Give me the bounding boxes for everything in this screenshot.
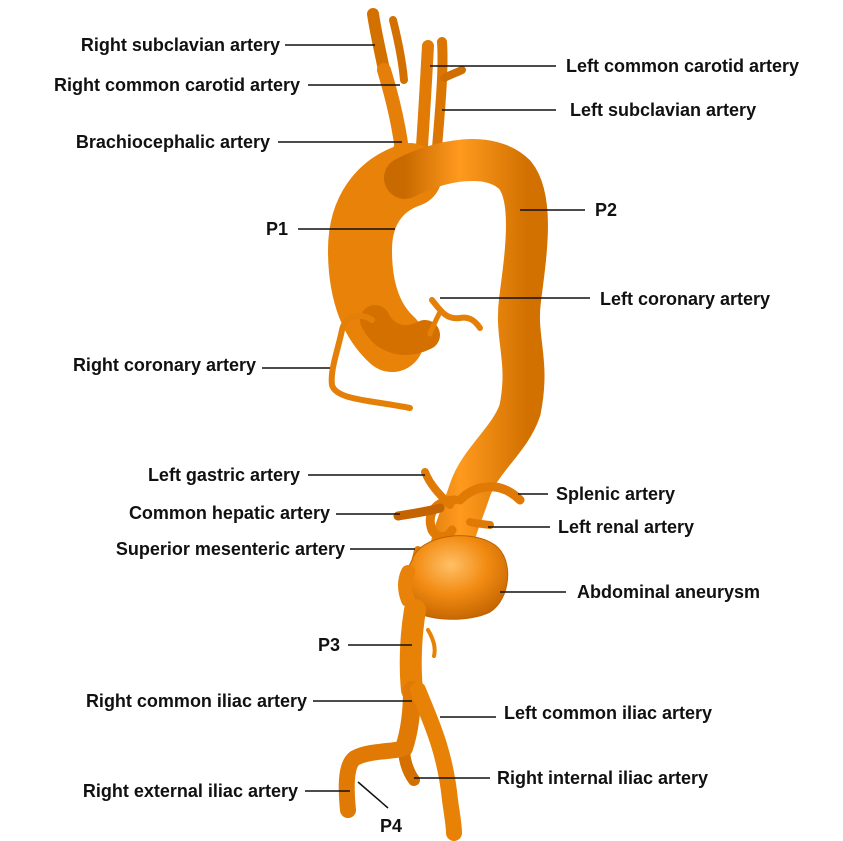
label-right-common-carotid: Right common carotid artery	[54, 75, 300, 95]
label-right-internal-iliac: Right internal iliac artery	[497, 768, 708, 788]
label-abdominal-aneurysm: Abdominal aneurysm	[577, 582, 760, 602]
label-left-common-carotid: Left common carotid artery	[566, 56, 799, 76]
left-subclavian-vessel	[436, 42, 443, 160]
right-common-iliac-vessel	[404, 690, 412, 748]
label-p3: P3	[318, 635, 340, 655]
small-branch-vessel	[428, 630, 435, 656]
infrarenal-aorta	[411, 610, 415, 690]
left-common-iliac-vessel	[418, 690, 454, 833]
label-right-coronary: Right coronary artery	[73, 355, 256, 375]
label-right-common-iliac: Right common iliac artery	[86, 691, 307, 711]
aorta-model	[332, 14, 527, 833]
label-p1: P1	[266, 219, 288, 239]
leader-p4	[358, 782, 388, 808]
right-external-iliac-vessel	[347, 748, 404, 810]
label-p4: P4	[380, 816, 402, 836]
label-superior-mesenteric: Superior mesenteric artery	[116, 539, 345, 559]
label-left-coronary: Left coronary artery	[600, 289, 770, 309]
right-subclavian-vessel	[373, 14, 384, 70]
right-common-carotid-vessel	[384, 70, 402, 150]
label-brachiocephalic: Brachiocephalic artery	[76, 132, 270, 152]
right-subclavian-branch-vessel	[393, 20, 404, 80]
label-left-common-iliac: Left common iliac artery	[504, 703, 712, 723]
label-left-renal: Left renal artery	[558, 517, 694, 537]
label-right-external-iliac: Right external iliac artery	[83, 781, 298, 801]
label-common-hepatic: Common hepatic artery	[129, 503, 330, 523]
left-renal-vessel	[470, 522, 490, 525]
label-left-subclavian: Left subclavian artery	[570, 100, 756, 120]
label-right-subclavian: Right subclavian artery	[81, 35, 280, 55]
label-left-gastric: Left gastric artery	[148, 465, 300, 485]
label-p2: P2	[595, 200, 617, 220]
label-splenic: Splenic artery	[556, 484, 675, 504]
aneurysm-neck	[405, 572, 408, 600]
